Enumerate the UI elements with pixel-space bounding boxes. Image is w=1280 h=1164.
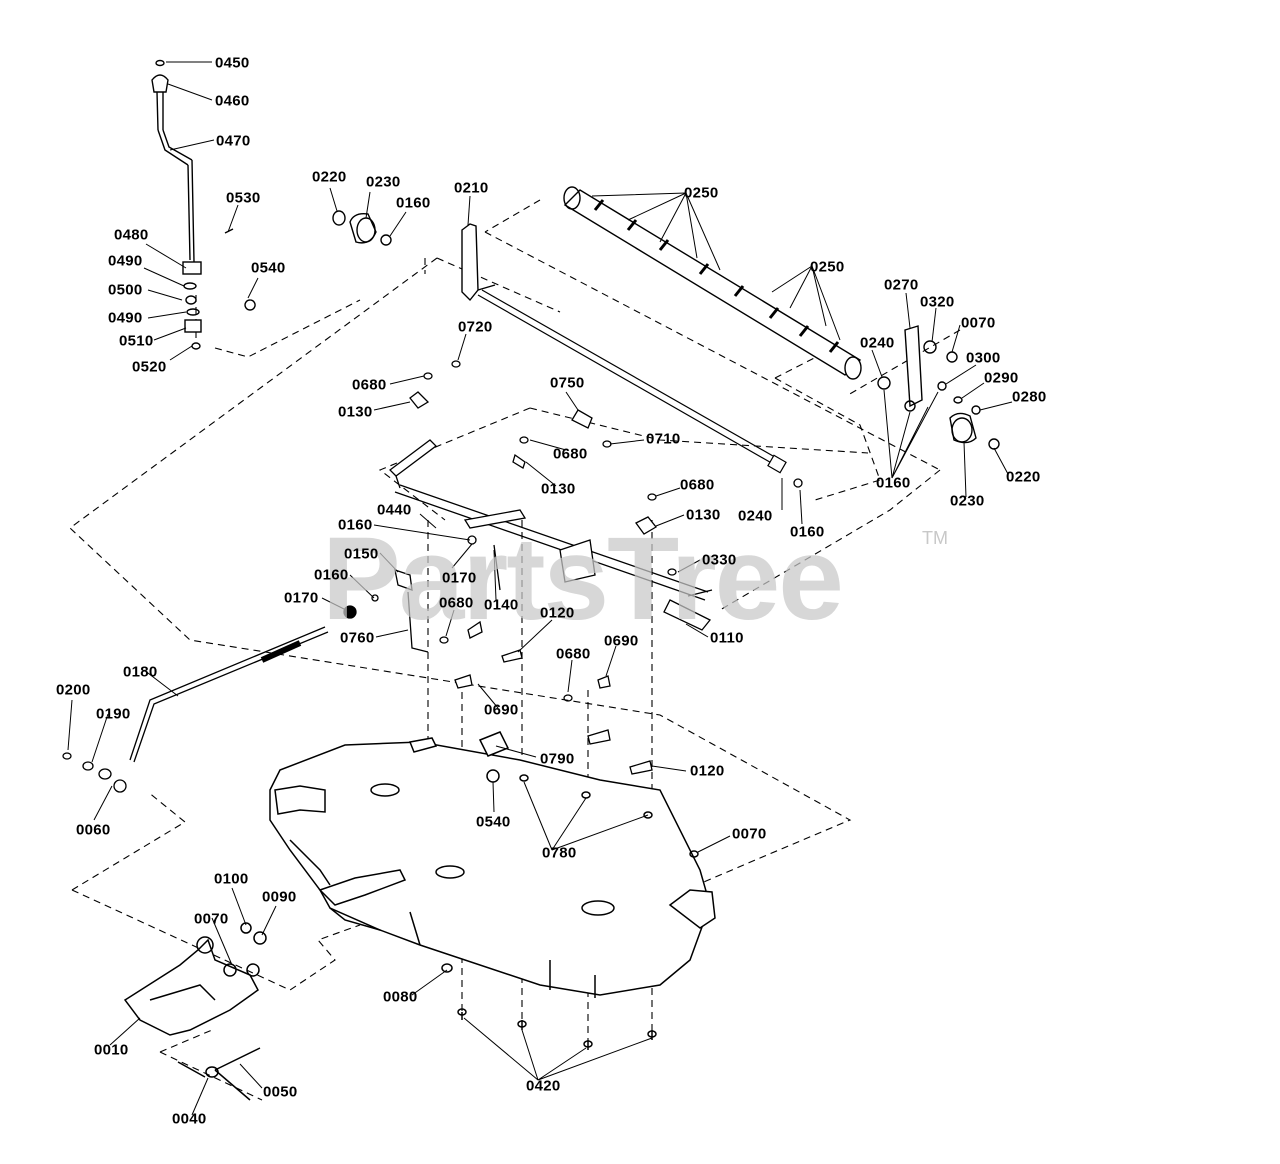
callout-label: 0760 [340, 629, 375, 647]
callout-label: 0540 [476, 813, 511, 831]
callout-label: 0450 [215, 54, 250, 72]
callout-label: 0250 [684, 184, 719, 202]
left-gauge-wheel [332, 210, 392, 246]
callout-label: 0680 [680, 476, 715, 494]
callout-label: 0130 [686, 506, 721, 524]
callout-label: 0520 [132, 358, 167, 376]
callout-label: 0490 [108, 309, 143, 327]
callout-label: 0280 [1012, 388, 1047, 406]
callout-label: 0680 [352, 376, 387, 394]
callout-label: 0160 [876, 474, 911, 492]
callout-label: 0230 [950, 492, 985, 510]
callout-label: 0240 [738, 507, 773, 525]
callout-label: 0190 [96, 705, 131, 723]
callout-label: 0480 [114, 226, 149, 244]
callout-label: 0160 [338, 516, 373, 534]
callout-label: 0680 [553, 445, 588, 463]
front-hitch-bracket [123, 922, 267, 1101]
callout-label: 0540 [251, 259, 286, 277]
lift-linkage [343, 360, 803, 775]
callout-label: 0010 [94, 1041, 129, 1059]
callout-label: 0070 [961, 314, 996, 332]
callout-label: 0130 [338, 403, 373, 421]
callout-label: 0440 [377, 501, 412, 519]
callout-label: 0040 [172, 1110, 207, 1128]
callout-label: 0130 [541, 480, 576, 498]
mower-deck [269, 731, 716, 1050]
callout-label: 0160 [314, 566, 349, 584]
callout-label: 0200 [56, 681, 91, 699]
callout-label: 0170 [284, 589, 319, 607]
callout-label: 0220 [1006, 468, 1041, 486]
shift-lever-assembly [151, 59, 256, 350]
callout-label: 0420 [526, 1077, 561, 1095]
callout-label: 0160 [396, 194, 431, 212]
callout-label: 0750 [550, 374, 585, 392]
callout-label: 0100 [214, 870, 249, 888]
callout-label: 0240 [860, 334, 895, 352]
callout-label: 0120 [690, 762, 725, 780]
callout-label: 0790 [540, 750, 575, 768]
callout-label: 0070 [194, 910, 229, 928]
callout-label: 0320 [920, 293, 955, 311]
callout-label: 0720 [458, 318, 493, 336]
callout-label: 0160 [790, 523, 825, 541]
callout-label: 0090 [262, 888, 297, 906]
callout-label: 0460 [215, 92, 250, 110]
lift-bracket-0210 [461, 223, 496, 302]
callout-label: 0210 [454, 179, 489, 197]
leader-lines [67, 61, 1013, 1116]
callout-label: 0500 [108, 281, 143, 299]
callout-label: 0270 [884, 276, 919, 294]
callout-label: 0060 [76, 821, 111, 839]
callout-label: 0150 [344, 545, 379, 563]
drag-link [62, 626, 329, 793]
callout-label: 0140 [484, 596, 519, 614]
callout-label: 0050 [263, 1083, 298, 1101]
callout-label: 0510 [119, 332, 154, 350]
callout-label: 0170 [442, 569, 477, 587]
right-roller-bracket [877, 325, 1000, 450]
callout-label: 0530 [226, 189, 261, 207]
callout-label: 0490 [108, 252, 143, 270]
callout-label: 0780 [542, 844, 577, 862]
callout-label: 0690 [604, 632, 639, 650]
callout-label: 0680 [556, 645, 591, 663]
callout-label: 0230 [366, 173, 401, 191]
long-rod [477, 289, 787, 474]
callout-label: 0110 [710, 629, 744, 647]
callout-label: 0070 [732, 825, 767, 843]
anti-scalp-roller [563, 186, 862, 380]
callout-label: 0710 [646, 430, 681, 448]
callout-label: 0080 [383, 988, 418, 1006]
callout-label: 0120 [540, 604, 575, 622]
callout-label: 0290 [984, 369, 1019, 387]
callout-label: 0680 [439, 594, 474, 612]
callout-label: 0300 [966, 349, 1001, 367]
callout-label: 0470 [216, 132, 251, 150]
callout-label: 0690 [484, 701, 519, 719]
callout-label: 0180 [123, 663, 158, 681]
callout-label: 0330 [702, 551, 737, 569]
callout-label: 0220 [312, 168, 347, 186]
callout-label: 0250 [810, 258, 845, 276]
